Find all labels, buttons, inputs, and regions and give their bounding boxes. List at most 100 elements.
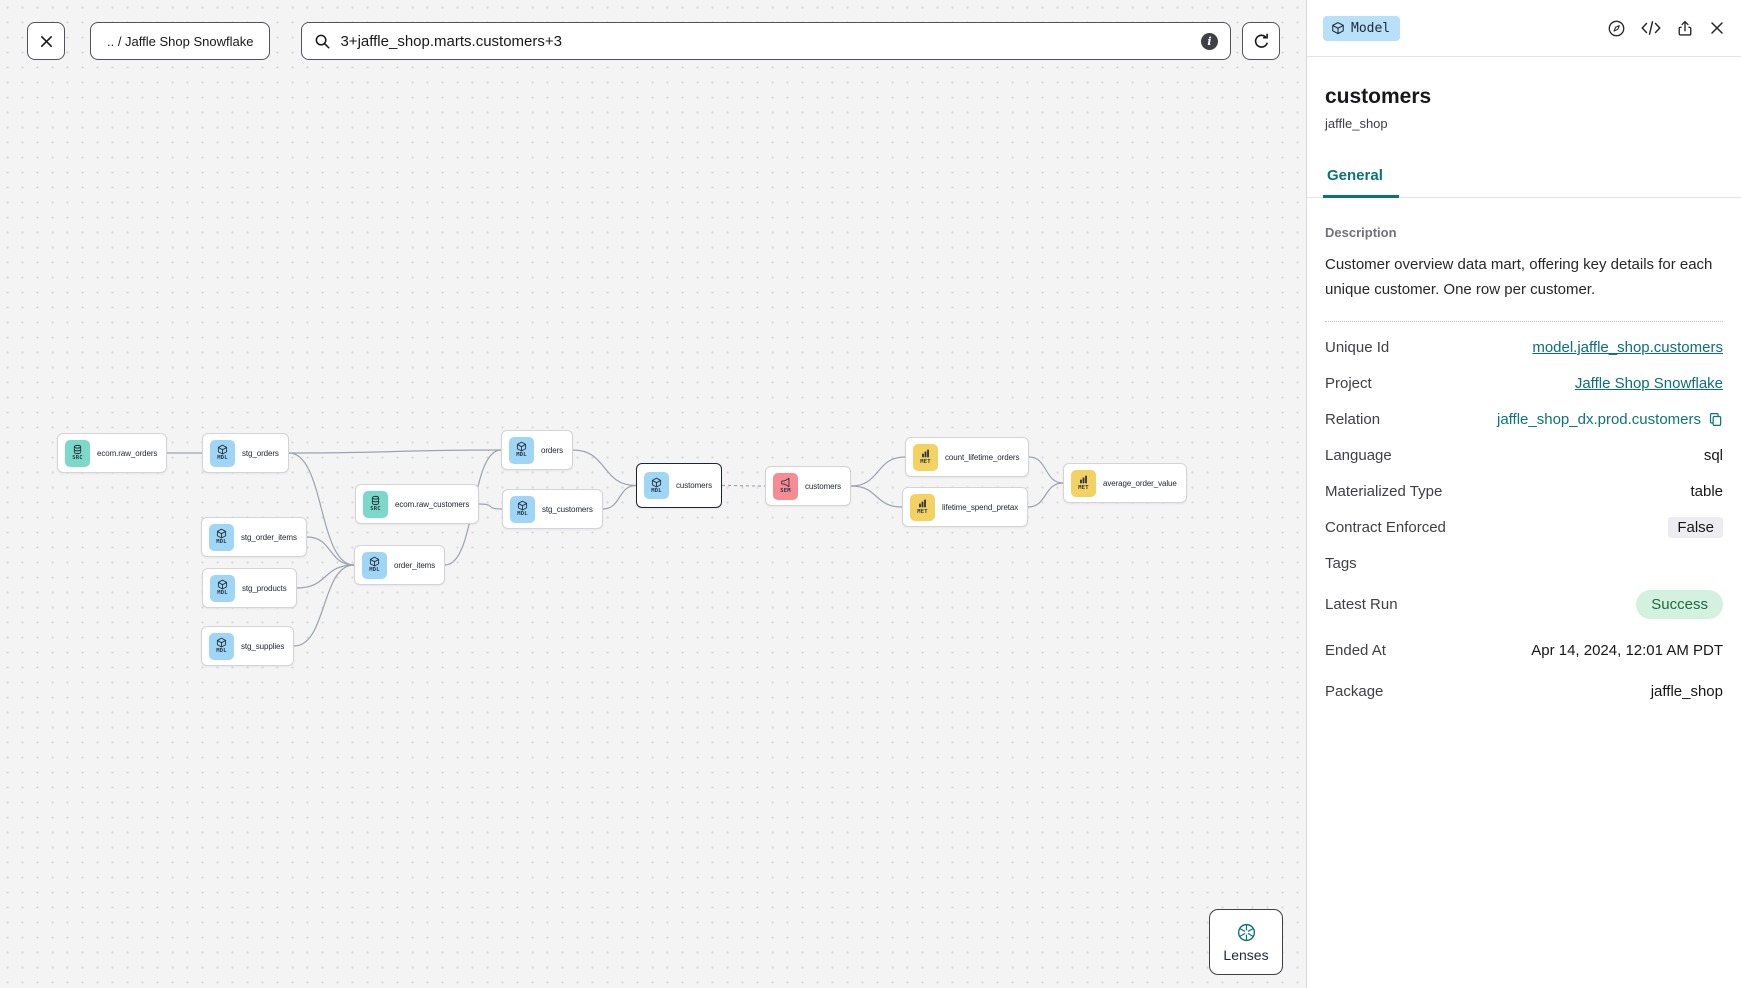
explore-compass-button[interactable] (1607, 19, 1626, 38)
copy-relation-button[interactable] (1708, 412, 1723, 427)
src-badge-icon: SRC (363, 490, 388, 518)
field-value-wrap: Jaffle Shop Snowflake (1575, 375, 1723, 392)
graph-node-stg-customers[interactable]: MDL stg_customers (502, 489, 603, 529)
field-row-project: Project Jaffle Shop Snowflake (1325, 366, 1723, 402)
field-label: Unique Id (1325, 339, 1390, 356)
edge-customers_model-to-customers_semantic (721, 484, 766, 487)
node-label: stg_supplies (241, 641, 285, 651)
view-code-button[interactable] (1641, 20, 1661, 36)
field-label: Contract Enforced (1325, 519, 1446, 536)
panel-actions (1607, 19, 1725, 38)
field-value: False (1668, 517, 1723, 538)
share-button[interactable] (1676, 19, 1694, 38)
field-row-contract-enforced: Contract Enforced False (1325, 510, 1723, 546)
edge-orders-to-customers_model (572, 449, 637, 487)
cube-icon (1332, 22, 1344, 35)
field-label: Relation (1325, 411, 1381, 428)
field-label: Latest Run (1325, 596, 1398, 613)
field-row-unique-id: Unique Id model.jaffle_shop.customers (1325, 330, 1723, 366)
field-row-relation: Relation jaffle_shop_dx.prod.customers (1325, 402, 1723, 438)
node-label: stg_orders (242, 448, 279, 458)
field-value[interactable]: jaffle_shop_dx.prod.customers (1496, 411, 1701, 428)
mdl-badge-icon: MDL (510, 495, 535, 523)
node-label: stg_products (242, 583, 287, 593)
search-icon (316, 34, 330, 48)
description-label: Description (1325, 225, 1397, 240)
field-value: Apr 14, 2024, 12:01 AM PDT (1531, 642, 1723, 659)
field-label: Tags (1325, 555, 1357, 572)
node-label: ecom.raw_orders (97, 448, 158, 458)
edge-stg_orders-to-orders (288, 449, 502, 454)
field-label: Project (1325, 375, 1372, 392)
edge-stg_orders-to-order_items (288, 452, 355, 566)
node-label: customers (805, 481, 841, 491)
node-label: order_items (394, 560, 436, 570)
details-panel: Model (1306, 0, 1741, 988)
field-value-wrap: sql (1704, 447, 1723, 464)
field-label: Ended At (1325, 642, 1386, 659)
search-input[interactable] (340, 32, 1201, 50)
share-icon (1678, 20, 1692, 36)
graph-node-ecom-raw-customers[interactable]: SRC ecom.raw_customers (355, 484, 480, 524)
info-icon[interactable]: i (1201, 32, 1218, 50)
field-row-tags: Tags (1325, 546, 1723, 582)
field-row-ended-at: Ended At Apr 14, 2024, 12:01 AM PDT (1325, 628, 1723, 674)
node-label: customers (676, 481, 712, 490)
node-label: ecom.raw_customers (395, 499, 470, 509)
close-icon (1711, 22, 1723, 34)
field-value-wrap: jaffle_shop (1651, 683, 1723, 700)
close-lineage-button[interactable] (27, 22, 65, 60)
field-value-wrap: False (1668, 517, 1723, 538)
package-subtitle: jaffle_shop (1325, 116, 1388, 131)
met-badge-icon: MET (913, 443, 938, 471)
refresh-icon (1254, 33, 1268, 48)
field-value[interactable]: Jaffle Shop Snowflake (1574, 375, 1723, 392)
field-value[interactable]: model.jaffle_shop.customers (1532, 339, 1723, 356)
search-bar[interactable]: i (301, 22, 1231, 60)
node-label: stg_order_items (241, 532, 297, 542)
field-row-latest-run: Latest Run Success (1325, 582, 1723, 628)
description-text: Customer overview data mart, offering ke… (1325, 256, 1713, 298)
edge-lifetime_spend_pretax-to-average_order_value (1027, 482, 1064, 508)
status-badge: Success (1636, 590, 1723, 619)
field-label: Materialized Type (1325, 483, 1443, 500)
tab-general[interactable]: General (1323, 167, 1399, 198)
mdl-badge-icon: MDL (509, 436, 534, 464)
lenses-button[interactable]: Lenses (1209, 909, 1283, 975)
lineage-edges (167, 449, 1064, 647)
node-label: stg_customers (542, 504, 593, 514)
graph-node-customers-model[interactable]: MDL customers (636, 463, 722, 508)
graph-node-stg-order-items[interactable]: MDL stg_order_items (201, 517, 307, 557)
mdl-badge-icon: MDL (644, 472, 669, 499)
field-value: table (1690, 483, 1723, 500)
graph-node-stg-products[interactable]: MDL stg_products (202, 568, 297, 608)
edge-stg_customers-to-customers_model (602, 484, 637, 510)
close-panel-button[interactable] (1709, 20, 1725, 36)
met-badge-icon: MET (910, 493, 935, 521)
refresh-button[interactable] (1242, 22, 1280, 60)
page-title: customers (1325, 85, 1432, 108)
mdl-badge-icon: MDL (209, 523, 234, 551)
field-value: jaffle_shop (1650, 683, 1723, 700)
lineage-toolbar: .. / Jaffle Shop Snowflake i (27, 22, 1280, 60)
breadcrumb[interactable]: .. / Jaffle Shop Snowflake (90, 22, 271, 60)
panel-header: Model (1307, 0, 1741, 57)
divider (1325, 320, 1723, 322)
compass-icon (1608, 20, 1625, 36)
code-icon (1641, 21, 1661, 35)
edge-customers_semantic-to-lifetime_spend_pretax (850, 485, 903, 508)
mdl-badge-icon: MDL (210, 574, 235, 602)
